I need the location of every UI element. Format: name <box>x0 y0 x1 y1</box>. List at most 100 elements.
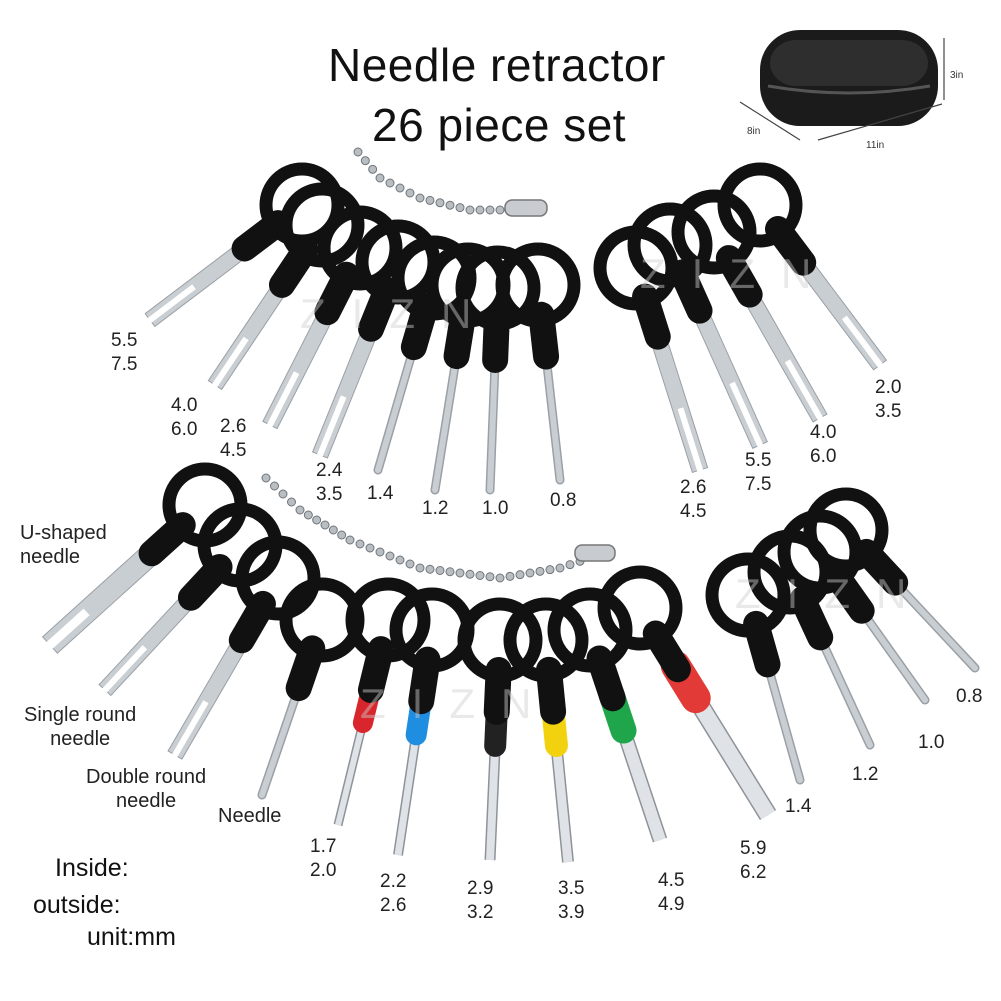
chain-bead <box>328 525 338 535</box>
case-lid <box>770 40 928 86</box>
retractor-tool <box>627 202 768 449</box>
legend-unit: unit:mm <box>87 923 176 951</box>
chain-bead <box>303 510 313 520</box>
fork-slot <box>211 336 249 389</box>
type-label-needle: Needle <box>218 805 282 827</box>
fork-slot <box>266 371 300 429</box>
chain-bead <box>445 200 455 210</box>
fork-slot <box>784 359 824 422</box>
chain-bead <box>278 489 288 499</box>
chain-bead <box>465 569 475 579</box>
fork-slot <box>677 407 704 473</box>
retractor-tool <box>333 577 431 827</box>
fork-slot <box>171 700 209 759</box>
retractor-tool <box>503 597 589 863</box>
metal-blade <box>648 329 709 474</box>
watermark-text: ZIZN <box>360 680 558 727</box>
fork-slot <box>45 608 90 650</box>
fork-slot <box>841 315 884 369</box>
metal-pin <box>375 340 418 473</box>
chain-bead <box>287 497 296 507</box>
chain-bead <box>337 530 347 540</box>
title-line-1: Needle retractor <box>328 39 666 91</box>
chain-bead <box>375 173 385 183</box>
title-line-2: 26 piece set <box>372 99 627 151</box>
chain-clasp <box>574 544 616 562</box>
metal-pin <box>889 576 978 671</box>
size-label: 1.4 <box>367 483 394 504</box>
chain-bead <box>515 570 525 580</box>
legend-outside: outside: <box>33 891 121 919</box>
handle-ring <box>705 552 791 638</box>
chain-bead <box>505 571 515 581</box>
fork-slot <box>729 381 764 449</box>
fork-slot <box>101 645 148 694</box>
size-label: 1.0 <box>918 732 945 753</box>
chain-bead <box>270 481 279 491</box>
retractor-tool <box>803 487 980 673</box>
handle-ring <box>235 535 321 621</box>
size-label: 1.2 <box>422 498 449 519</box>
chain-bead <box>445 567 455 577</box>
chain-bead <box>535 566 545 576</box>
metal-pin <box>856 604 928 703</box>
handle-ring <box>803 487 889 573</box>
metal-blade <box>311 321 381 459</box>
chain-bead <box>495 573 505 583</box>
chain-bead <box>485 572 495 582</box>
retractor-tool <box>455 245 541 495</box>
chain-bead <box>555 563 565 573</box>
retractor-tool <box>457 597 543 861</box>
chain-bead <box>353 147 363 157</box>
metal-pin <box>259 681 303 798</box>
watermark-text: ZIZN <box>300 290 498 337</box>
chain-bead <box>365 543 375 553</box>
chain-bead <box>261 473 271 483</box>
retractor-tool <box>425 242 511 495</box>
chain-bead <box>405 559 415 569</box>
handle-ring <box>317 205 403 291</box>
dim-arrow <box>739 101 801 141</box>
chain-bead <box>395 183 405 193</box>
watermark-text: ZIZN <box>640 250 838 297</box>
retractor-tool <box>547 587 668 843</box>
metal-pin <box>487 352 499 493</box>
handle-ring <box>345 577 431 663</box>
chain-bead <box>385 178 395 188</box>
metal-blade <box>689 303 768 449</box>
fork-slot <box>316 395 347 458</box>
watermark-text: ZIZN <box>735 570 933 617</box>
retractor-tool <box>705 552 805 785</box>
retractor-tool <box>495 242 581 485</box>
chain-bead <box>485 205 495 215</box>
fork-slot <box>146 284 196 324</box>
carry-case <box>739 30 945 141</box>
metal-pin <box>542 349 563 483</box>
metal-pin <box>432 349 461 493</box>
case-height-label: 3in <box>950 70 964 81</box>
chain-bead <box>425 195 435 205</box>
chain-bead <box>475 205 485 215</box>
size-label: 0.8 <box>550 490 577 511</box>
size-label: 1.4 <box>785 796 812 817</box>
chain-bead <box>495 205 505 215</box>
retractor-tool <box>597 565 777 820</box>
handle-ring <box>671 189 757 275</box>
chain-bead <box>455 203 465 213</box>
chain-bead <box>405 188 415 198</box>
size-label: 0.8 <box>956 686 983 707</box>
chain-bead <box>368 164 378 174</box>
